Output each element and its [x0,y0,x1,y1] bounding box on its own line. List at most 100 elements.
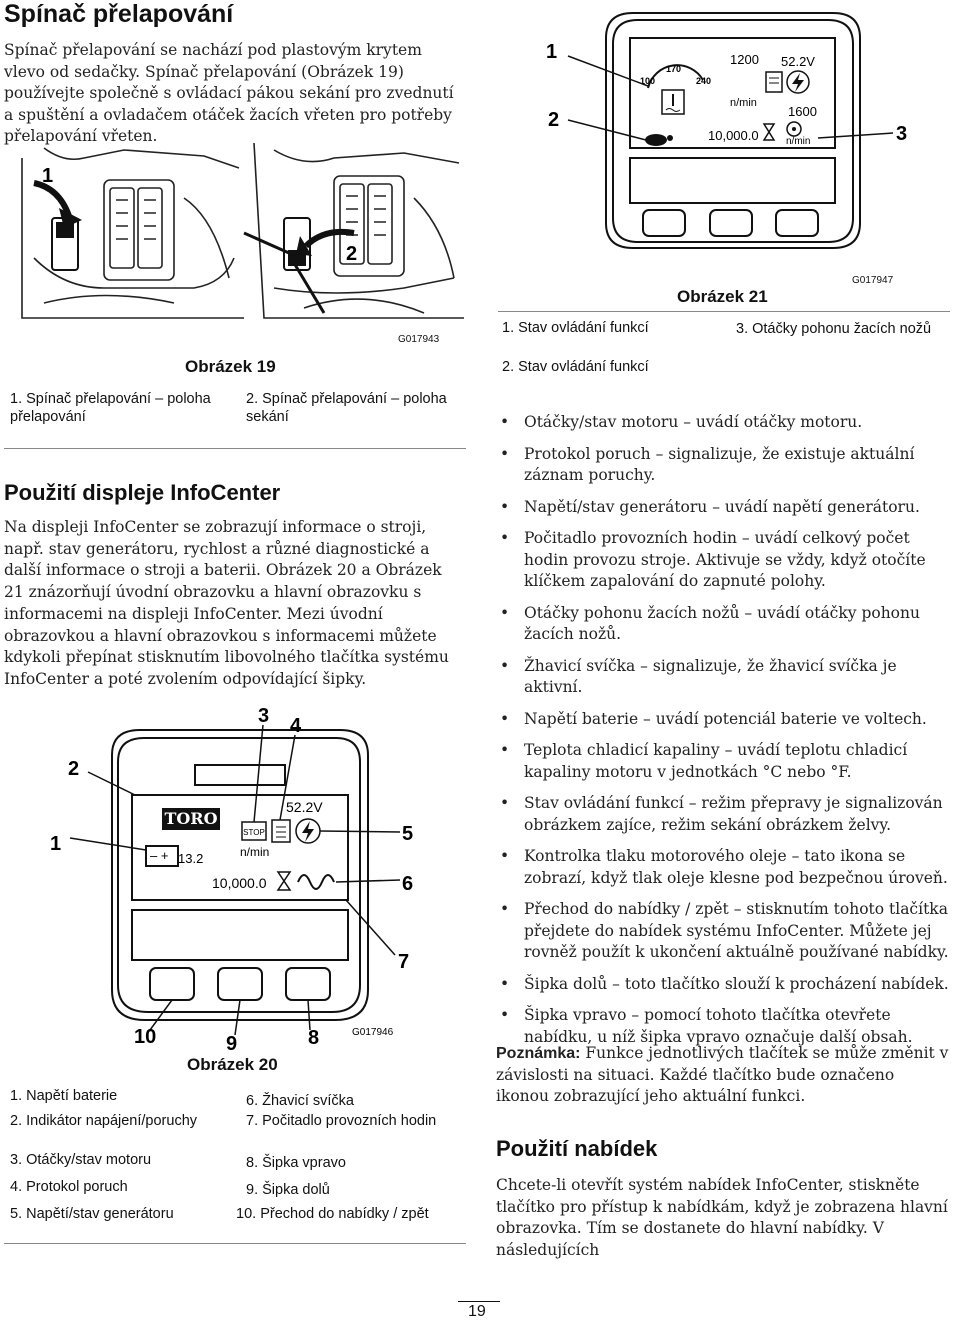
legend-text: Spínač přelapování – poloha sekání [246,391,447,425]
feature-list-item: • Protokol poruch – signalizuje, že exist… [496,444,952,487]
feature-list-item: • Napětí baterie – uvádí potenciál bateri… [496,709,952,731]
reel-gear-icon [786,121,802,137]
bullet-icon: • [500,794,510,812]
fault-log-icon [765,71,783,93]
infocenter-paragraph: Na displeji InfoCenter se zobrazují info… [4,518,449,688]
feature-list-item: • Stav ovládání funkcí – režim přepravy j… [496,793,952,836]
figure-21-code: G017947 [852,275,894,286]
figure-19-legend-1: 1. Spínač přelapování – poloha přelapová… [10,390,230,426]
intro-paragraph: Spínač přelapování se nachází pod plasto… [4,41,454,145]
generator-lightning-icon [295,818,321,844]
battery-icon: – + [145,845,179,867]
feature-list-item: •Kontrolka tlaku motorového oleje – tato… [496,846,952,889]
fig20-callout-6: 6 [402,873,413,895]
legend-item: 6. Žhavicí svíčka [246,1093,354,1109]
section-title-menus: Použití nabídek [496,1136,658,1161]
legend-item: 1. Napětí baterie [10,1088,118,1104]
bullet-icon: • [500,741,510,759]
hour-meter-value: 10,000.0 [212,875,267,891]
fig20-callout-5: 5 [402,823,413,845]
feature-list-item: •Otáčky/stav motoru – uvádí otáčky motor… [496,412,952,434]
fig20-callout-4: 4 [290,715,302,737]
feature-list-item: •Přechod do nabídky / zpět – stisknutím … [496,899,952,964]
bullet-icon: • [500,1006,510,1024]
legend-item: 2. Indikátor napájení/poruchy [10,1113,198,1129]
figure-19-code: G017943 [398,334,440,345]
generator-lightning-icon [786,70,810,94]
engine-rpm-value: 1200 [730,52,759,67]
fig20-callout-8: 8 [308,1027,319,1049]
feature-text: Napětí baterie – uvádí potenciál baterie… [524,709,927,728]
coolant-temp-icon [661,89,685,115]
figure-20-caption: Obrázek 20 [187,1055,278,1074]
generator-voltage-value: 52.2V [781,54,815,69]
fig20-callout-7: 7 [398,951,409,973]
hourglass-icon [276,871,292,891]
figure-19-legend-2: 2. Spínač přelapování – poloha sekání [246,390,466,426]
legend-item: 3. Otáčky/stav motoru [10,1152,152,1168]
gauge-tick-170: 170 [666,64,681,74]
page-number: 19 [468,1303,486,1320]
legend-item: 4. Protokol poruch [10,1179,128,1195]
fig20-callout-10: 10 [134,1026,156,1048]
feature-list-item: •Napětí/stav generátoru – uvádí napětí g… [496,497,952,519]
feature-text: Stav ovládání funkcí – režim přepravy je… [524,794,943,834]
bullet-icon: • [500,900,510,918]
reel-rpm-unit: n/min [786,136,810,147]
legend-item: 5. Napětí/stav generátoru [10,1206,174,1222]
gauge-tick-240: 240 [696,76,711,86]
toro-logo: TORO [164,809,217,828]
infocenter-feature-list: •Otáčky/stav motoru – uvádí otáčky motor… [496,412,952,1058]
menus-paragraph: Chcete-li otevřít systém nabídek InfoCen… [496,1176,948,1260]
feature-list-item: •Šipka dolů – toto tlačítko slouží k pro… [496,974,952,996]
divider [4,1243,466,1244]
section-title-infocenter: Použití displeje InfoCenter [4,480,281,505]
rpm-unit-label: n/min [240,845,269,859]
generator-voltage-value: 52.2V [286,799,323,815]
page-number-rule [458,1301,500,1302]
hourglass-icon [762,123,776,141]
legend-item: 1. Stav ovládání funkcí [502,320,649,336]
divider [498,311,950,312]
fig21-callout-3: 3 [896,123,907,145]
section-title-relapping-switch: Spínač přelapování [4,0,234,28]
legend-item: 9. Šipka dolů [246,1182,330,1198]
bullet-icon: • [500,444,510,463]
feature-text: Protokol poruch – signalizuje, že existu… [524,444,915,485]
fig20-callout-1: 1 [50,833,61,855]
fig20-callout-3: 3 [258,705,269,727]
fig19-callout-2: 2 [346,243,357,265]
note-paragraph: Poznámka: Funkce jednotlivých tlačítek s… [496,1043,952,1108]
reel-rpm-value: 1600 [788,104,817,119]
feature-text: Teplota chladicí kapaliny – uvádí teplot… [524,741,908,781]
bullet-icon: • [500,413,510,431]
feature-list-item: • Teplota chladicí kapaliny – uvádí teplo… [496,740,952,783]
rpm-unit-label: n/min [730,97,757,109]
turtle-icon [645,134,673,146]
hour-meter-value: 10,000.0 [708,128,759,143]
feature-text: Počitadlo provozních hodin – uvádí celko… [524,529,926,590]
svg-text:STOP: STOP [243,828,265,837]
feature-text: Žhavicí svíčka – signalizuje, že žhavicí… [524,656,897,697]
bullet-icon: • [500,709,510,728]
note-label: Poznámka: [496,1045,581,1062]
feature-list-item: • Otáčky pohonu žacích nožů – uvádí otáčk… [496,603,952,646]
feature-list-item: • Žhavicí svíčka – signalizuje, že žhavic… [496,656,952,699]
bullet-icon: • [500,656,510,675]
figure-19-caption: Obrázek 19 [185,357,276,376]
feature-text: Šipka vpravo – pomocí tohoto tlačítka ot… [524,1006,913,1046]
fig20-callout-9: 9 [226,1033,237,1055]
legend-text: Spínač přelapování – poloha přelapování [10,391,211,425]
feature-list-item: •Počitadlo provozních hodin – uvádí celk… [496,528,952,593]
fig20-callout-2: 2 [68,758,79,780]
note-text: Funkce jednotlivých tlačítek se může změ… [496,1044,949,1105]
feature-text: Napětí/stav generátoru – uvádí napětí ge… [524,497,920,516]
divider [4,448,466,449]
figure-21-infocenter-main-screen: 100 170 240 1200 52.2V n/min 1600 10,000… [546,12,907,249]
feature-text: Šipka dolů – toto tlačítko slouží k proc… [524,974,949,993]
stop-icon: STOP [241,821,267,841]
bullet-icon: • [500,603,510,622]
figure-20-code: G017946 [352,1027,394,1038]
legend-num: 2. [246,391,259,407]
feature-text: Otáčky pohonu žacích nožů – uvádí otáčky… [524,603,920,644]
